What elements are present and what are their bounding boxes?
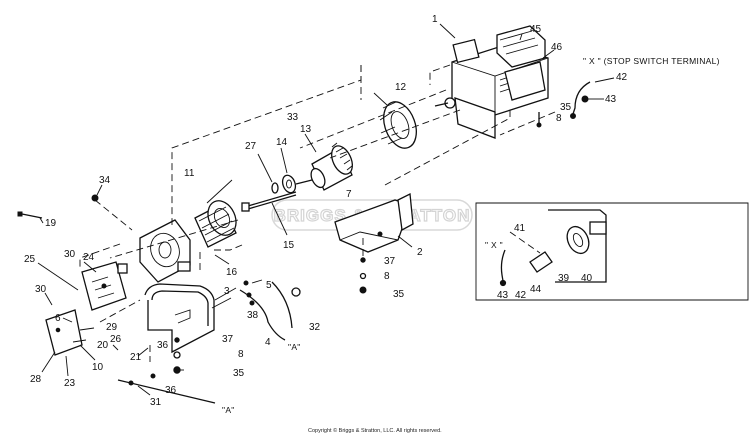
callout-33: 33 bbox=[287, 112, 299, 123]
screw-part-5 bbox=[243, 280, 255, 306]
cover-part-24 bbox=[117, 263, 128, 274]
callout-46: 46 bbox=[551, 42, 563, 53]
coupling-part-12 bbox=[379, 101, 417, 149]
callout-21: 21 bbox=[130, 352, 142, 363]
rotor-part-13 bbox=[295, 142, 353, 191]
callout-37-lower: 37 bbox=[222, 334, 234, 345]
stop-switch-wire-42 bbox=[572, 81, 591, 115]
callout-43-inset: 43 bbox=[497, 290, 509, 301]
callout-1: 1 bbox=[432, 14, 438, 25]
callout-labels: 1 2 3 4 5 6 7 8 10 11 12 13 14 15 16 19 … bbox=[24, 14, 628, 408]
callout-35-middle: 35 bbox=[393, 289, 405, 300]
callout-28: 28 bbox=[30, 374, 42, 385]
stop-switch-terminal-note: " X " (STOP SWITCH TERMINAL) bbox=[583, 56, 720, 66]
callout-19: 19 bbox=[45, 218, 57, 229]
callout-31: 31 bbox=[150, 397, 162, 408]
callout-25: 25 bbox=[24, 254, 36, 265]
callout-38: 38 bbox=[247, 310, 259, 321]
callout-10: 10 bbox=[92, 362, 104, 373]
hardware-stack-lower bbox=[173, 337, 181, 374]
callout-45: 45 bbox=[530, 24, 542, 35]
assembly-leader-lines bbox=[79, 64, 556, 362]
inset-x-note: " X " bbox=[485, 240, 503, 250]
callout-35-upper: 35 bbox=[560, 102, 572, 113]
ground-wire-4 bbox=[239, 281, 301, 341]
callout-39: 39 bbox=[558, 273, 570, 284]
frame-tube-lower bbox=[144, 283, 215, 354]
hardware-stack-middle bbox=[359, 257, 367, 294]
wire-end-a2-label: "A" bbox=[222, 405, 235, 415]
frame-part-2 bbox=[334, 192, 414, 253]
callout-30-upper: 30 bbox=[64, 249, 76, 260]
callout-20: 20 bbox=[97, 340, 109, 351]
wire-end-a-label: "A" bbox=[288, 342, 301, 352]
callout-36-upper: 36 bbox=[157, 340, 169, 351]
callout-leaders bbox=[37, 23, 615, 396]
callout-7: 7 bbox=[346, 189, 352, 200]
callout-8-upper: 8 bbox=[556, 113, 562, 124]
callout-14: 14 bbox=[276, 137, 288, 148]
callout-2: 2 bbox=[417, 247, 423, 258]
callout-26: 26 bbox=[110, 334, 122, 345]
inset-detail-box bbox=[475, 202, 749, 301]
callout-40: 40 bbox=[581, 273, 593, 284]
callout-8-lower: 8 bbox=[238, 349, 244, 360]
copyright-text: Copyright © Briggs & Stratton, LLC. All … bbox=[308, 427, 442, 434]
callout-42-inset: 42 bbox=[515, 290, 527, 301]
end-bell-housing bbox=[139, 219, 191, 283]
axle-rod-31 bbox=[117, 373, 216, 404]
callout-12: 12 bbox=[395, 82, 407, 93]
callout-24: 24 bbox=[83, 252, 95, 263]
callout-44: 44 bbox=[530, 284, 542, 295]
callout-23: 23 bbox=[64, 378, 76, 389]
screw-part-34 bbox=[91, 194, 99, 202]
bolt-8-upper bbox=[536, 112, 542, 128]
bearing-part-14 bbox=[281, 174, 297, 194]
screw-part-19 bbox=[17, 211, 43, 219]
callout-37-middle: 37 bbox=[384, 256, 396, 267]
callout-29: 29 bbox=[106, 322, 118, 333]
receptacle-panel-25 bbox=[81, 261, 127, 311]
callout-16: 16 bbox=[226, 267, 238, 278]
through-bolt-15 bbox=[241, 191, 297, 212]
callout-3: 3 bbox=[224, 286, 230, 297]
callout-11: 11 bbox=[184, 168, 195, 179]
callout-4: 4 bbox=[265, 337, 271, 348]
washer-part-27 bbox=[271, 182, 279, 194]
callout-30-lower: 30 bbox=[35, 284, 47, 295]
callout-42-upper: 42 bbox=[616, 72, 628, 83]
callout-35-lower: 35 bbox=[233, 368, 245, 379]
bracket-part-46 bbox=[504, 61, 546, 101]
callout-36-lower: 36 bbox=[165, 385, 177, 396]
callout-5: 5 bbox=[266, 280, 272, 291]
callout-41: 41 bbox=[514, 223, 526, 234]
callout-27: 27 bbox=[245, 141, 257, 152]
callout-6: 6 bbox=[55, 313, 61, 324]
callout-8-middle: 8 bbox=[384, 271, 390, 282]
callout-34: 34 bbox=[99, 175, 111, 186]
stator-part-11 bbox=[194, 200, 237, 248]
callout-15: 15 bbox=[283, 240, 295, 251]
callout-13: 13 bbox=[300, 124, 312, 135]
muffler-part-45 bbox=[496, 25, 546, 68]
callout-43-upper: 43 bbox=[605, 94, 617, 105]
callout-32: 32 bbox=[309, 322, 321, 333]
side-plate bbox=[45, 309, 83, 356]
